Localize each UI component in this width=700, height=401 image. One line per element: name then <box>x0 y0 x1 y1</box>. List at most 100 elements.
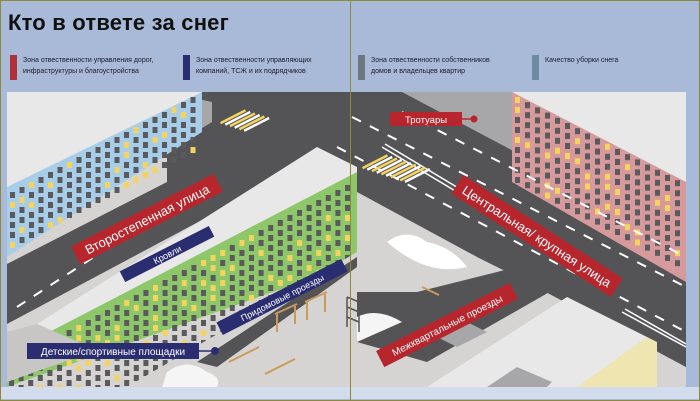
window <box>162 162 167 168</box>
window <box>47 380 53 386</box>
window <box>105 320 110 326</box>
window <box>277 270 283 276</box>
window <box>190 97 196 103</box>
window <box>345 185 350 191</box>
window <box>535 167 540 174</box>
window <box>635 219 640 226</box>
window <box>525 162 530 169</box>
window <box>258 280 264 286</box>
window <box>181 290 187 296</box>
window <box>595 168 600 175</box>
window <box>105 142 110 148</box>
window <box>277 230 283 236</box>
window <box>172 315 178 321</box>
window <box>525 142 530 149</box>
window <box>345 225 350 231</box>
window <box>268 285 274 291</box>
window <box>655 229 660 236</box>
window <box>143 132 148 138</box>
window <box>585 183 590 190</box>
window <box>152 167 158 173</box>
window <box>29 222 34 228</box>
window <box>258 270 264 276</box>
window <box>258 240 264 246</box>
window <box>249 255 254 261</box>
window <box>555 147 560 154</box>
window <box>114 177 120 183</box>
window <box>105 152 110 158</box>
crosswalk-stripe <box>385 161 412 177</box>
window <box>86 172 91 178</box>
window <box>665 235 670 241</box>
window <box>297 210 302 216</box>
svg-text:Тротуары: Тротуары <box>405 115 447 126</box>
window <box>143 300 149 306</box>
window <box>191 315 197 321</box>
window <box>19 237 25 243</box>
window <box>268 255 274 261</box>
crosswalk-stripe <box>404 168 431 183</box>
window <box>162 360 168 366</box>
window <box>85 330 91 336</box>
window <box>57 375 62 381</box>
window <box>605 143 610 150</box>
page-title: Кто в ответе за снег <box>8 10 229 35</box>
window <box>306 235 312 241</box>
window <box>665 215 670 221</box>
window <box>515 97 520 103</box>
window <box>565 163 570 169</box>
window <box>535 147 540 154</box>
window <box>105 370 110 376</box>
window <box>201 320 206 326</box>
window <box>605 213 610 220</box>
window <box>249 285 254 291</box>
window <box>316 260 322 266</box>
window <box>277 220 283 226</box>
crosswalk-stripe <box>394 164 422 180</box>
window <box>48 222 53 228</box>
window <box>595 158 600 165</box>
window <box>95 177 101 183</box>
window <box>345 215 350 221</box>
window <box>615 169 620 175</box>
window <box>535 107 540 114</box>
window <box>114 365 120 371</box>
window <box>229 285 235 291</box>
window <box>325 225 331 231</box>
window <box>239 280 245 286</box>
window <box>277 240 283 246</box>
window <box>565 123 570 129</box>
window <box>76 335 82 341</box>
window <box>258 250 264 256</box>
window <box>181 132 186 138</box>
window <box>47 370 53 376</box>
road-right-edge <box>607 252 686 367</box>
window <box>545 132 550 139</box>
window <box>201 280 206 286</box>
window <box>625 154 630 161</box>
window <box>29 182 34 188</box>
window <box>515 117 520 123</box>
window <box>345 235 350 241</box>
window <box>655 249 660 256</box>
window <box>105 380 110 386</box>
window <box>515 127 520 133</box>
legend-item-management-companies: Зона отвественности управляющих компаний… <box>183 55 356 80</box>
legend-swatch-steel <box>532 55 539 80</box>
window <box>675 230 680 237</box>
window <box>585 193 590 200</box>
window <box>565 153 570 159</box>
window <box>625 194 630 201</box>
window <box>545 192 550 199</box>
window <box>191 295 197 301</box>
window <box>162 320 168 326</box>
window <box>675 260 680 267</box>
window <box>124 300 130 306</box>
window <box>57 385 62 387</box>
window <box>29 232 34 238</box>
window <box>615 189 620 195</box>
window <box>190 127 196 133</box>
crosswalk-stripe <box>234 113 261 129</box>
window <box>143 162 148 168</box>
window <box>124 330 130 336</box>
